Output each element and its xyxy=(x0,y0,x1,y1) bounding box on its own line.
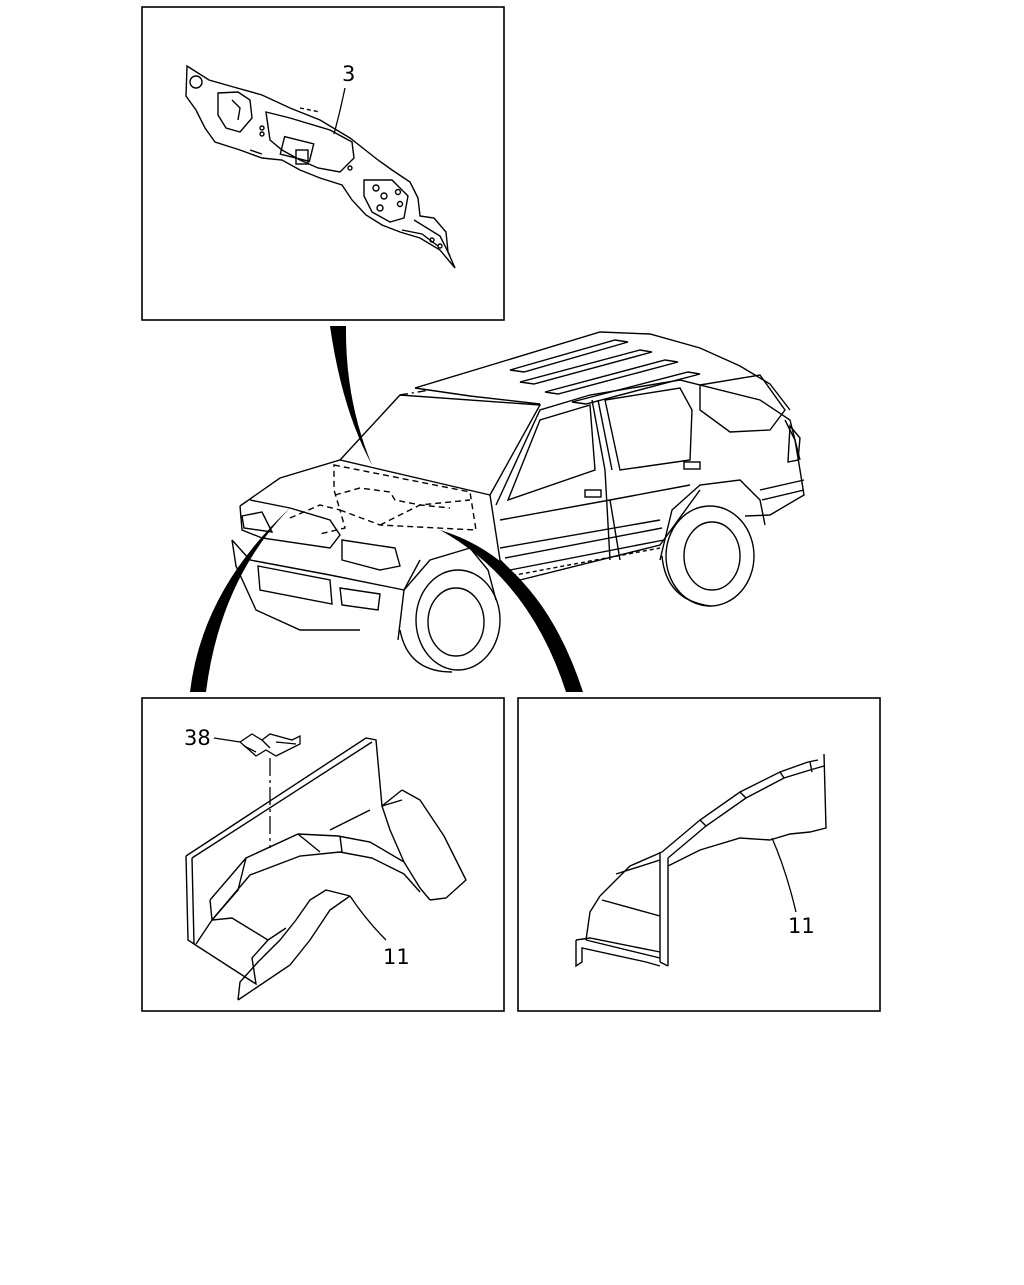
panel-top-frame xyxy=(141,6,505,321)
vehicle-illustration xyxy=(231,331,805,673)
callout-11-left: 11 xyxy=(383,945,410,969)
indicator-to-left-panel xyxy=(190,508,290,692)
callout-3: 3 xyxy=(342,62,355,86)
clip-38-part xyxy=(238,733,301,757)
callout-38-leader xyxy=(213,737,241,743)
callout-11-left-leader xyxy=(349,895,387,941)
panel-bottom-left-frame xyxy=(141,697,505,1012)
rear-fender-part xyxy=(575,753,827,968)
callout-3-leader xyxy=(333,87,346,135)
indicator-to-top-panel xyxy=(330,326,372,465)
indicator-arrows xyxy=(190,326,583,692)
callout-11-right-leader xyxy=(771,837,797,913)
panel-top: 3 xyxy=(141,6,505,321)
callout-38: 38 xyxy=(184,726,211,750)
panel-bottom-right: 11 xyxy=(517,697,881,1012)
indicator-to-right-panel xyxy=(440,530,583,692)
callout-11-right: 11 xyxy=(788,914,815,938)
front-inner-fender-part xyxy=(185,737,467,1001)
panel-bottom-right-frame xyxy=(517,697,881,1012)
dash-panel-part xyxy=(185,64,456,269)
panel-bottom-left: 38 11 xyxy=(141,697,505,1012)
